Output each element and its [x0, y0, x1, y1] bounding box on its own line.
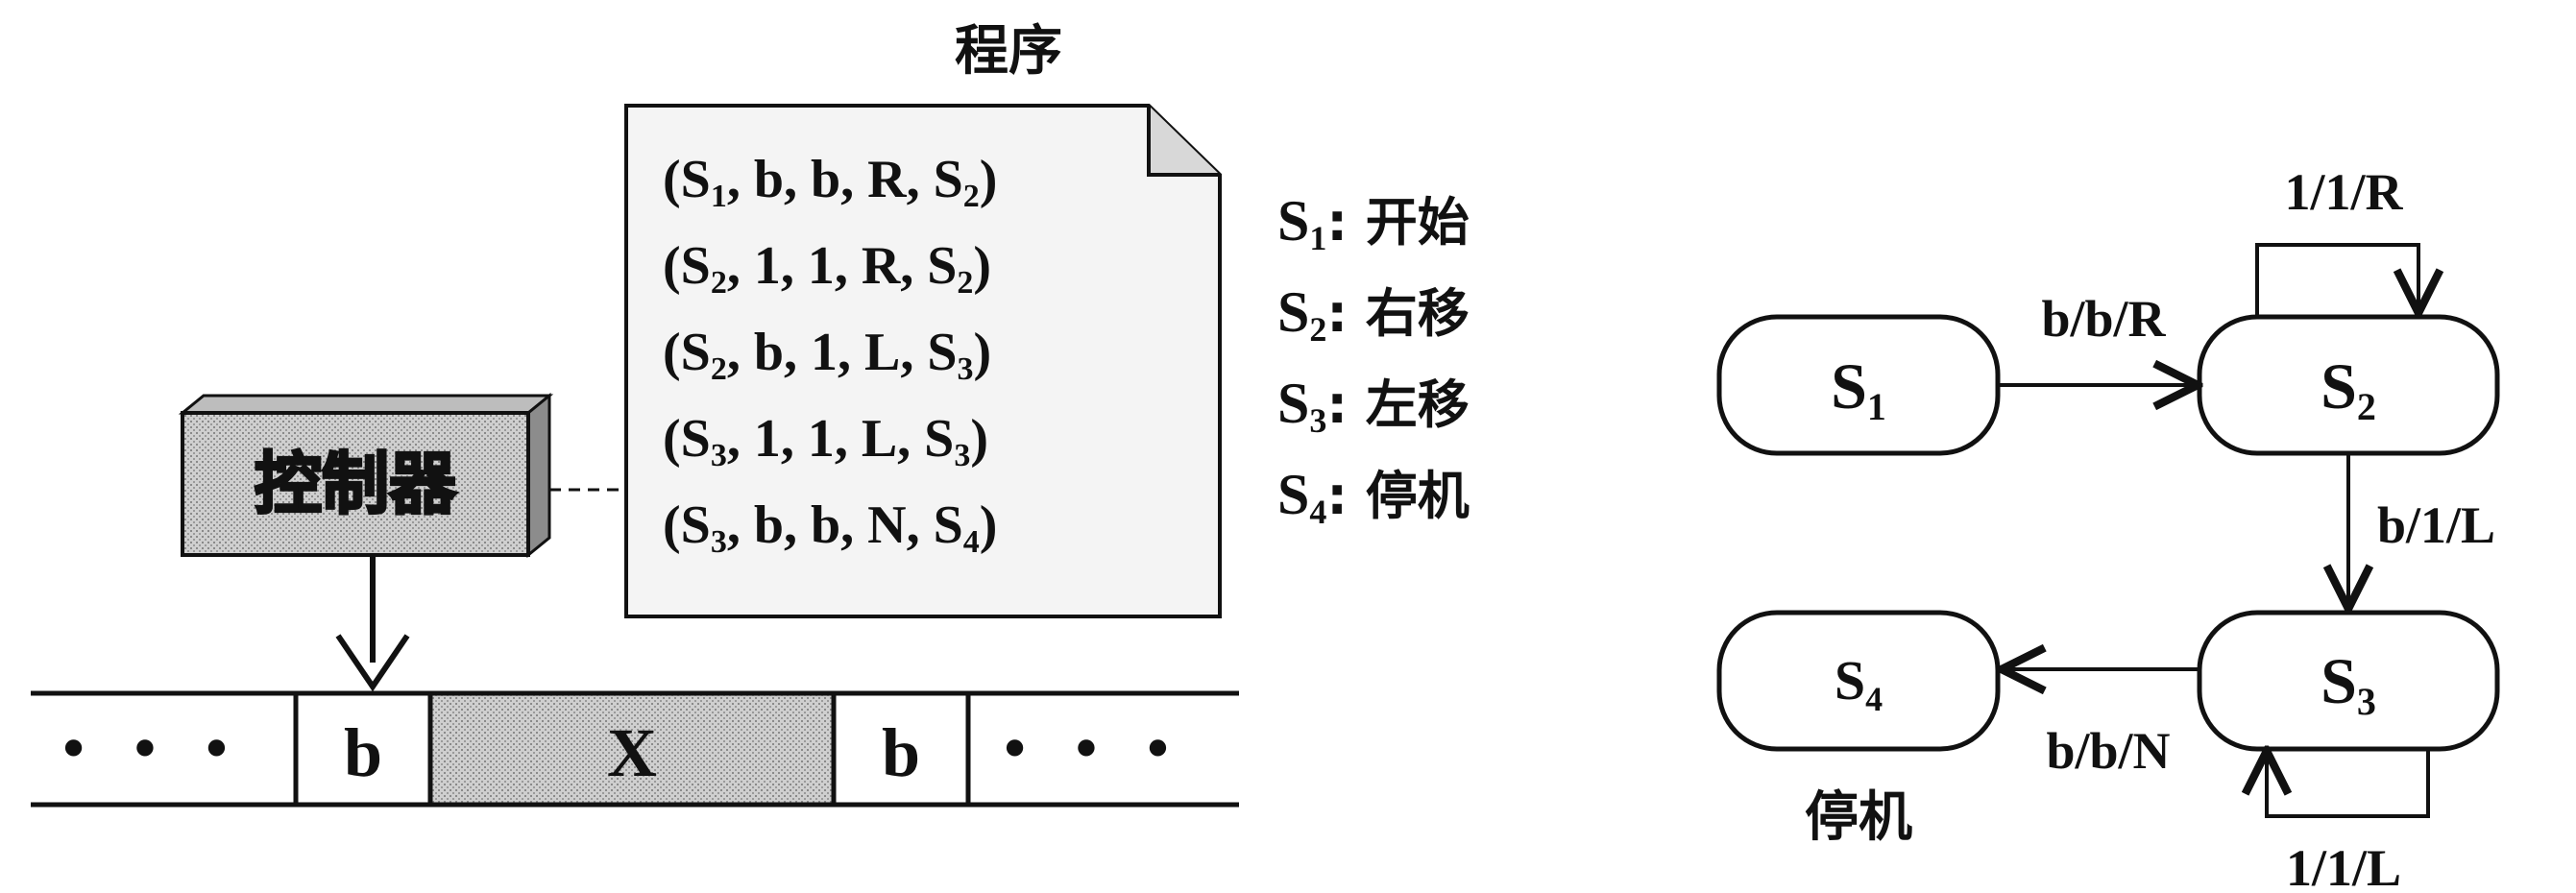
transition-label: b/1/L	[2377, 496, 2495, 554]
state-label: S4	[1835, 649, 1883, 718]
halt-caption: 停机	[1805, 786, 1912, 849]
transition-label: 1/1/R	[2284, 163, 2403, 221]
state-label: S1	[1831, 350, 1886, 428]
tape: • • • b X b • • •	[31, 690, 1239, 808]
tape-cell-value: X	[607, 714, 657, 791]
state-machine: S1 S2 S3 S4 停机 b/b/R 1/1/R b/1/L 1/1/L b…	[1716, 163, 2500, 893]
controller-box: 控制器	[178, 392, 554, 559]
legend-item: S3: 左移	[1277, 372, 1470, 440]
tape-cell-value: b	[344, 714, 382, 791]
legend-item: S4: 停机	[1277, 463, 1470, 531]
controller-label: 控制器	[255, 445, 457, 523]
state-legend: S1: 开始 S2: 右移 S3: 左移 S4: 停机	[1277, 189, 1470, 531]
tape-right-ellipsis: • • •	[1004, 713, 1185, 782]
tape-left-ellipsis: • • •	[62, 713, 244, 782]
program-rule: (S3, 1, 1, L, S3)	[663, 409, 988, 473]
tape-cell-value: b	[882, 714, 920, 791]
transition-arrow	[2267, 747, 2430, 818]
program-rule: (S2, b, 1, L, S3)	[663, 323, 991, 387]
transition-arrow	[2255, 243, 2418, 319]
state-label: S2	[2321, 350, 2376, 428]
tape-head-arrow	[335, 555, 410, 692]
legend-item: S1: 开始	[1277, 189, 1470, 257]
transition-label: b/b/R	[2041, 290, 2166, 348]
transition-label: b/b/N	[2046, 722, 2170, 780]
program-document	[624, 104, 1222, 618]
tape-cell	[831, 690, 971, 808]
legend-item: S2: 右移	[1277, 280, 1470, 349]
transition-label: 1/1/L	[2286, 839, 2401, 893]
state-label: S3	[2321, 644, 2376, 723]
program-title: 程序	[955, 20, 1062, 83]
